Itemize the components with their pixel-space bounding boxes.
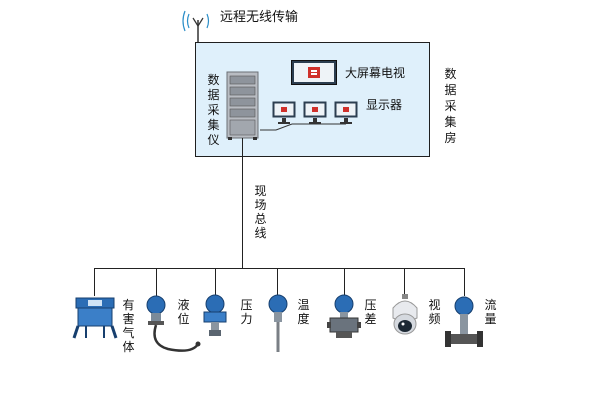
bus-drop: [94, 268, 95, 296]
bus-drop: [215, 268, 216, 296]
instrument-label: 液位: [177, 298, 190, 326]
bus-drop: [404, 268, 405, 296]
monitor-label: 显示器: [366, 98, 403, 112]
temperature-transmitter-icon: [268, 294, 288, 352]
instrument-label: 流量: [484, 298, 497, 326]
instrument-label: 压差: [364, 298, 377, 326]
monitor-icon: [272, 101, 296, 124]
tv-icon: [291, 60, 337, 85]
room-label: 数据采集房: [444, 67, 457, 145]
tv-label: 大屏幕电视: [345, 66, 406, 80]
cabinet-icon: [226, 71, 259, 140]
horizontal-bus: [94, 268, 464, 269]
level-transmitter-icon: [146, 295, 201, 352]
monitor-icon: [334, 101, 358, 124]
bus-drop: [277, 268, 278, 296]
monitor-icon: [303, 101, 327, 124]
collector-label: 数据采集仪: [207, 73, 220, 147]
bus-drop: [344, 268, 345, 296]
instrument-label: 有害气体: [122, 298, 135, 354]
diff-pressure-transmitter-icon: [327, 294, 361, 338]
instrument-label: 温度: [297, 298, 310, 326]
pressure-transmitter-icon: [203, 294, 227, 336]
antenna-icon: [182, 10, 210, 43]
instrument-label: 压力: [240, 298, 253, 326]
flow-meter-icon: [445, 296, 483, 347]
bus-drop: [156, 268, 157, 296]
gas-detector-icon: [72, 297, 118, 339]
instrument-label: 视频: [428, 298, 441, 326]
wireless-label: 远程无线传输: [220, 10, 299, 25]
bus-drop: [464, 268, 465, 296]
field-bus-label: 现场总线: [254, 184, 267, 240]
dome-camera-icon: [392, 294, 418, 335]
field-bus-line: [242, 138, 243, 268]
